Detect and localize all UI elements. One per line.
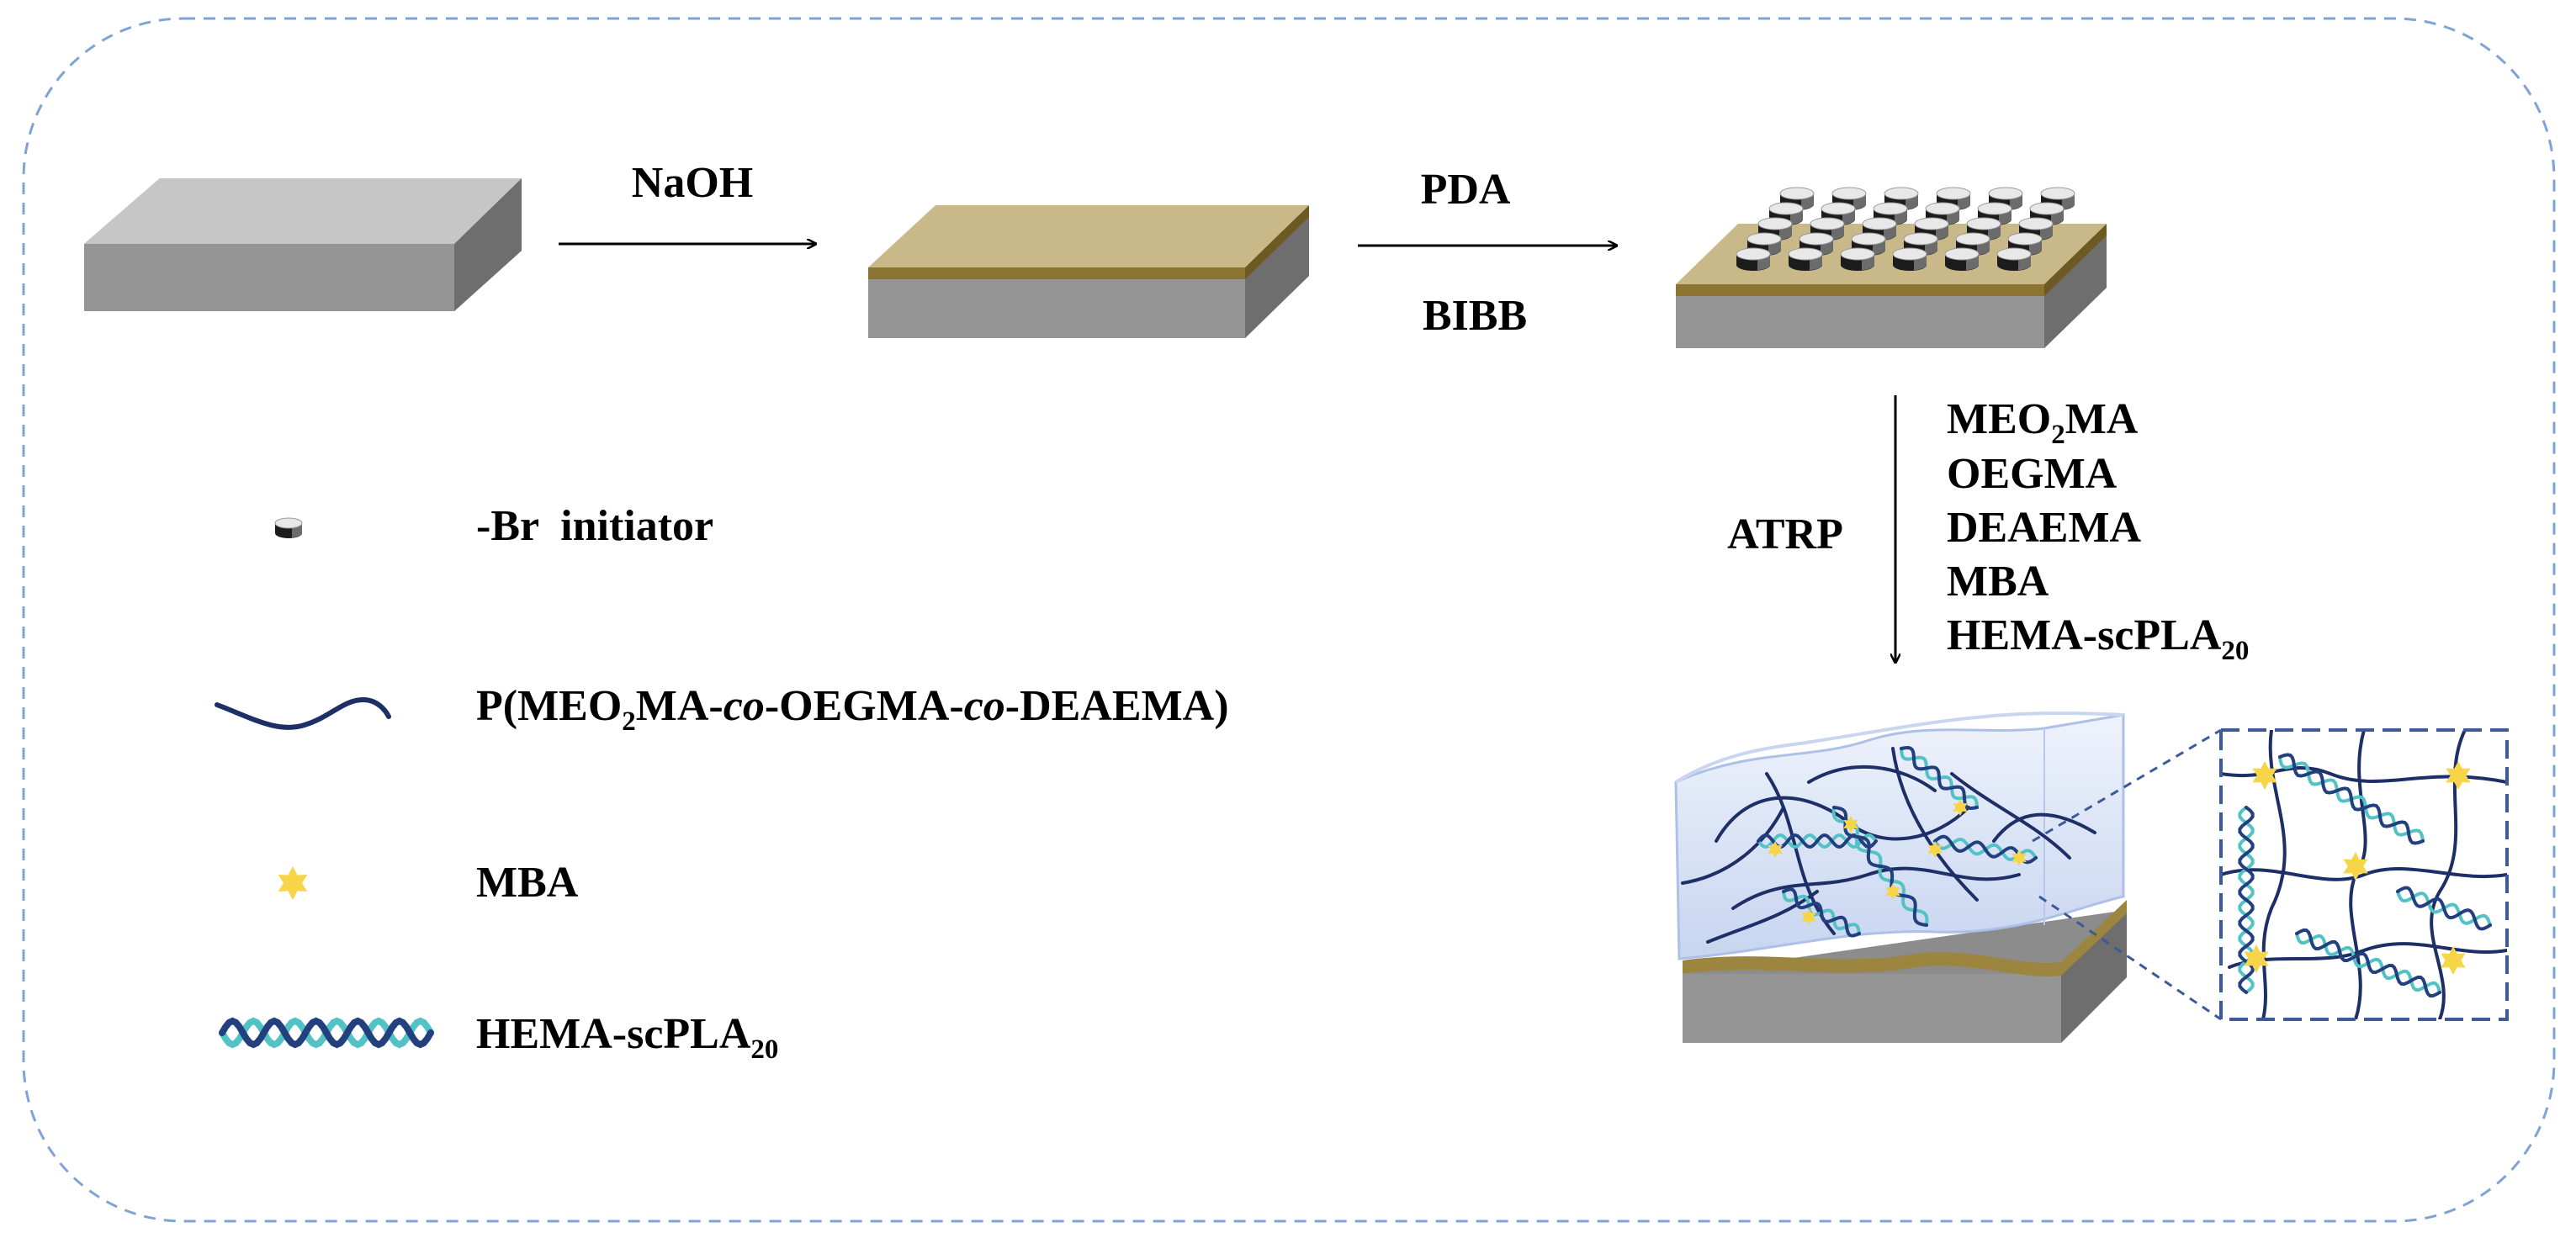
crosslink-star [2441, 946, 2466, 975]
reagent-oegma: OEGMA [1947, 450, 2118, 498]
initiator-disc [1966, 217, 2001, 241]
polymer-chain [1706, 890, 1819, 944]
crosslink-star [2252, 761, 2277, 790]
polymer-chain [1681, 806, 1785, 885]
bare-substrate [84, 178, 522, 311]
polymer-chain-icon [215, 696, 391, 730]
polymer-chain [1992, 812, 2096, 843]
hydrogel-block [1674, 713, 2125, 960]
crosslink-star [1927, 841, 1943, 858]
crosslink-star [1801, 908, 1816, 925]
initiator-disc-shape [274, 517, 303, 538]
legend: -Br initiator P(MEO2MA-co-OEGMA-co-DEAEM… [215, 502, 1229, 1065]
reagent-list: MEO2MA OEGMA DEAEMA MBA HEMA-scPLA20 [1947, 395, 2249, 666]
double-helix-icon [219, 1017, 434, 1049]
network-zoom-inset [2219, 728, 2509, 1021]
initiator-disc [1779, 187, 1815, 210]
pda-coated-substrate [868, 205, 1309, 338]
reagent-hema-scpla20: HEMA-scPLA20 [1947, 611, 2249, 666]
initiator-disc-grid [1736, 187, 2075, 271]
crosslink-star [2343, 852, 2368, 881]
helix-strand [2396, 886, 2492, 931]
crosslink-star [1768, 841, 1783, 858]
initiator-disc [1810, 217, 1845, 241]
helix-shape [219, 1017, 434, 1049]
initiator-disc [1996, 247, 2032, 271]
polymer-chain [1891, 747, 1979, 902]
crosslink-star [1843, 816, 1858, 833]
initiator-disc [1914, 217, 1949, 241]
hydrogel-substrate [1674, 712, 2127, 1043]
star-icon [278, 866, 308, 900]
initiator-disc [1840, 247, 1875, 271]
helix-strand [2295, 928, 2441, 998]
helix-strand [2238, 806, 2255, 994]
step-naoh-label: NaOH [632, 159, 753, 207]
helix-strand [2278, 753, 2425, 845]
crosslink-star [2244, 944, 2269, 973]
initiator-disc [1944, 247, 1980, 271]
polymer-chain [2221, 867, 2507, 881]
reagent-meo2ma: MEO2MA [1947, 395, 2139, 450]
step-pda-label: PDA [1421, 166, 1511, 214]
initiator-disc [1821, 202, 1856, 225]
initiator-substrate [1676, 187, 2107, 348]
reagent-mba: MBA [1947, 558, 2049, 606]
crosslink-star [1885, 883, 1900, 900]
legend-mba-label: MBA [476, 859, 579, 907]
step-bibb-label: BIBB [1423, 292, 1527, 340]
star-shape [278, 866, 308, 900]
reagent-deaema: DEAEMA [1947, 504, 2142, 552]
polymer-chain [1731, 866, 2021, 910]
initiator-disc [1788, 247, 1823, 271]
crosslink-star [2446, 761, 2471, 790]
step-atrp-label: ATRP [1727, 511, 1843, 558]
initiator-disc [1977, 202, 2012, 225]
zoom-connector-top [2032, 728, 2222, 843]
helix-strand [1900, 745, 1979, 811]
polymer-chain [2228, 942, 2507, 969]
initiator-disc [1736, 247, 1771, 271]
initiator-disc [1892, 247, 1927, 271]
zoom-connector-bottom [2038, 895, 2222, 1021]
legend-initiator-label: -Br initiator [476, 502, 713, 550]
legend-hema-label: HEMA-scPLA20 [476, 1010, 778, 1065]
crosslink-star [2012, 849, 2027, 866]
crosslink-star [1953, 799, 1968, 816]
polymer-chain [1807, 764, 1937, 792]
initiator-disc-icon [274, 517, 303, 538]
polymer-chain [1950, 772, 2071, 860]
legend-polymer-label: P(MEO2MA-co-OEGMA-co-DEAEMA) [476, 682, 1229, 737]
helix-strand [1782, 887, 1861, 938]
hydrogel-network [1681, 745, 2096, 944]
